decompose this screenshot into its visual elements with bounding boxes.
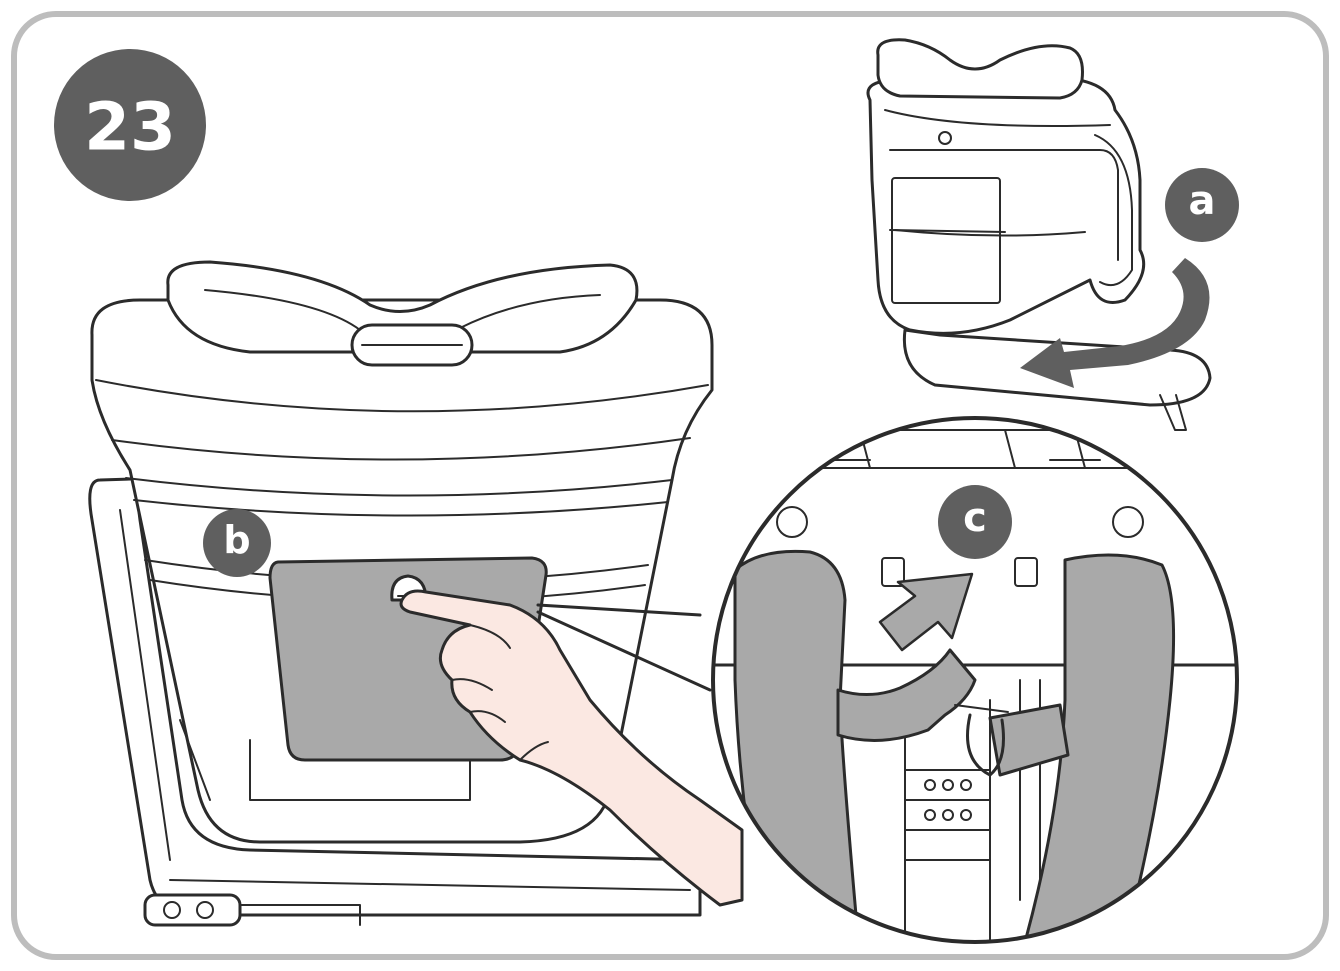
zoom-circle-border xyxy=(711,416,1239,944)
step-badge: 23 xyxy=(54,49,206,201)
callout-a: a xyxy=(1165,168,1239,242)
harness-strap-right xyxy=(1018,553,1176,942)
callout-b: b xyxy=(203,509,271,577)
callout-a-label: a xyxy=(1189,178,1216,224)
car-seat-rear-view xyxy=(88,260,714,927)
callout-c-label: c xyxy=(963,495,987,541)
rotate-arrow-icon xyxy=(1020,258,1210,388)
headrest-slot xyxy=(350,323,474,367)
base-foot xyxy=(143,893,361,927)
car-seat-side-view xyxy=(866,38,1212,431)
zoom-connector xyxy=(536,603,712,692)
arrow-up-icon xyxy=(878,572,974,652)
frame-border xyxy=(11,11,1329,960)
callout-c: c xyxy=(938,485,1012,559)
headrest xyxy=(166,260,639,354)
callout-b-label: b xyxy=(223,518,250,562)
harness-strap-left xyxy=(733,549,862,942)
hand-pressing xyxy=(399,589,744,907)
arm xyxy=(399,589,744,907)
step-number: 23 xyxy=(84,89,176,166)
harness-webbing xyxy=(836,648,977,742)
